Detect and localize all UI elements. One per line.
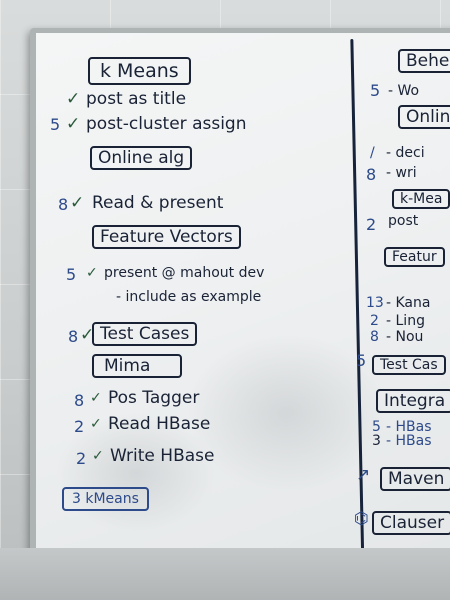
priority-number: 8 — [68, 327, 79, 346]
check-mark-icon: ✓ — [66, 114, 81, 134]
kmeans-item-1: post as title — [86, 89, 187, 109]
priority-number: 5 — [370, 81, 381, 100]
check-mark-icon: ✓ — [86, 265, 98, 281]
check-mark-icon: ✓ — [90, 416, 102, 432]
priority-number: 8 — [370, 329, 379, 345]
featur-box: Featur — [384, 247, 445, 267]
whiteboard: k Means ✓ post as title 5 ✓ post-cluster… — [36, 33, 450, 581]
priority-number: 5 — [50, 115, 61, 134]
test-cas-box: Test Cas — [372, 355, 446, 375]
priority-number: 8 — [74, 391, 85, 410]
check-mark-icon: ✓ — [90, 390, 102, 406]
online-alg-box: Online alg — [90, 146, 193, 170]
eraser-smudge — [186, 333, 386, 493]
priority-number: 2 — [366, 215, 377, 234]
feature-vectors-item-2: - include as example — [116, 289, 262, 305]
priority-number: 2 — [74, 417, 85, 436]
wri-item: - wri — [386, 165, 417, 181]
k-mea-box: k-Mea — [392, 189, 450, 209]
wo-item: - Wo — [388, 83, 420, 99]
check-mark-icon: ✓ — [66, 89, 81, 109]
priority-number: 3 — [372, 433, 381, 449]
read-hbase-item: Read HBase — [108, 414, 211, 434]
column-divider — [350, 39, 365, 579]
maven-box: Maven — [380, 467, 450, 491]
integra-box: Integra — [376, 389, 450, 413]
check-mark-icon: ✓ — [80, 325, 95, 345]
priority-number: 5 — [356, 351, 367, 370]
mima-box: Mima — [92, 354, 183, 378]
priority-number: 8 — [366, 165, 377, 184]
slash-mark-icon: / — [370, 145, 375, 161]
feature-vectors-box: Feature Vectors — [92, 225, 241, 249]
marker-tray — [0, 548, 450, 600]
kana-item: - Kana — [386, 295, 431, 311]
check-mark-icon: ✓ — [70, 193, 85, 213]
sketch-icon: ⌬ — [354, 509, 369, 529]
hbase-item-2: - HBas — [386, 433, 432, 449]
priority-number: 2 — [76, 449, 87, 468]
eraser-smudge — [56, 413, 216, 533]
pos-tagger-item: Pos Tagger — [108, 388, 200, 408]
deci-item: - deci — [386, 145, 425, 161]
check-mark-icon: ✓ — [92, 448, 104, 464]
priority-number: 5 — [372, 419, 381, 435]
clauser-box: Clauser — [372, 511, 450, 535]
behe-box: Behe — [398, 49, 450, 73]
read-present-item: Read & present — [92, 193, 224, 213]
ling-item: - Ling — [386, 313, 425, 329]
kmeans-item-2: post-cluster assign — [86, 114, 247, 134]
priority-number: 2 — [370, 313, 379, 329]
kmeans-title: k Means — [88, 57, 191, 85]
write-hbase-item: Write HBase — [110, 446, 215, 466]
nou-item: - Nou — [386, 329, 424, 345]
kmeans-box: 3 kMeans — [62, 487, 149, 511]
onlin-box: Onlin — [398, 105, 450, 129]
priority-number: 5 — [66, 265, 77, 284]
test-cases-box: Test Cases — [92, 322, 198, 346]
priority-number: 13 — [366, 295, 384, 311]
arrow-icon: ↗ — [356, 465, 371, 485]
priority-number: 8 — [58, 195, 69, 214]
hbase-item-1: - HBas — [386, 419, 432, 435]
feature-vectors-item-1: present @ mahout dev — [104, 265, 265, 281]
post-item: post — [388, 213, 419, 229]
